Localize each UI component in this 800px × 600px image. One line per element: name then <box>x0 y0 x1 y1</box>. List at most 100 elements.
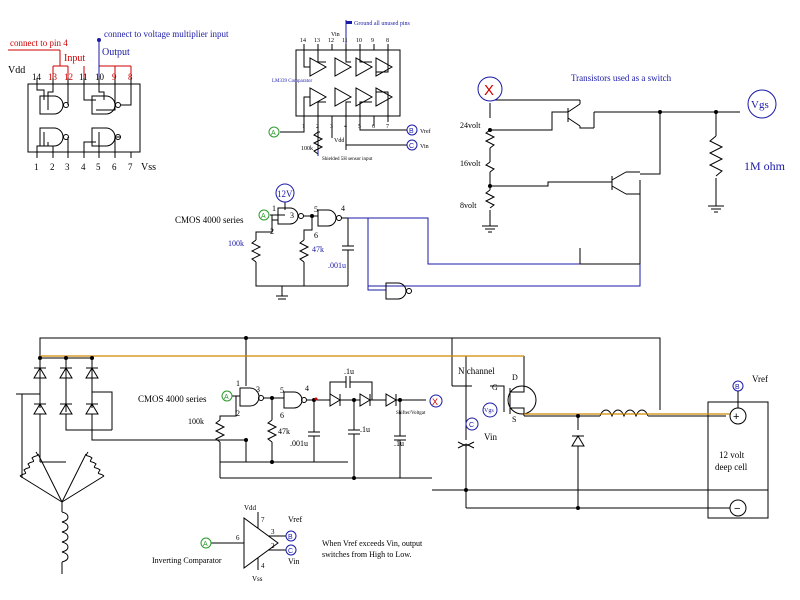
svg-text:7: 7 <box>386 124 389 130</box>
inv-a: A <box>203 541 208 548</box>
main-nchannel: N channel <box>458 366 495 376</box>
osc-top-100k: 100k <box>228 239 244 248</box>
resistor-1m-label: 1M ohm <box>744 159 786 173</box>
osc-top-pin2: 2 <box>270 227 274 236</box>
svg-text:6: 6 <box>372 124 375 130</box>
inv-p7: 7 <box>261 516 265 524</box>
label-24volt: 24volt <box>460 121 481 130</box>
svg-text:14: 14 <box>300 38 306 44</box>
main-47k: 47k <box>278 427 290 436</box>
osc-top-a: A <box>261 213 266 220</box>
comparator-chip-name: LM339 Comparator <box>272 79 312 84</box>
svg-text:5: 5 <box>96 162 101 172</box>
svg-text:13: 13 <box>314 38 320 44</box>
comparator-bottom-pins: 1 2 3 4 5 6 7 <box>302 124 389 130</box>
connect-pin4-label: connect to pin 4 <box>10 38 68 48</box>
svg-text:12: 12 <box>64 72 73 82</box>
svg-text:10: 10 <box>95 72 105 82</box>
output-label: Output <box>102 47 130 58</box>
main-100k: 100k <box>188 417 204 426</box>
vgs-node <box>747 89 777 119</box>
osc-top-pin1: 1 <box>272 204 276 213</box>
main-x: X <box>432 397 438 407</box>
vdd-label: Vdd <box>8 65 25 76</box>
main-multiplier-label: Shifter/Voltgat <box>396 411 426 416</box>
label-16volt: 16volt <box>460 159 481 168</box>
comparator-shield-note: Shielded 5H sensor input <box>322 157 373 162</box>
svg-text:1: 1 <box>302 124 305 130</box>
main-b: B <box>735 384 740 391</box>
oscillator-top <box>250 200 354 300</box>
svg-text:9: 9 <box>112 72 117 82</box>
comparator-node-a: A <box>271 130 276 137</box>
inverting-comparator <box>210 512 286 570</box>
main-pin6: 6 <box>280 411 284 420</box>
comparator-resistor: 100k <box>301 146 313 152</box>
osc-top-cap: .001u <box>328 261 346 270</box>
svg-text:2: 2 <box>50 162 55 172</box>
main-vref: Vref <box>752 374 768 384</box>
comparator-node-b: B <box>409 128 414 135</box>
comparator-top-pins: 14 13 12 11 10 9 8 <box>300 38 389 44</box>
label-8volt: 8volt <box>460 201 477 210</box>
main-c: C <box>469 422 474 429</box>
comparator-node-c: C <box>409 143 414 150</box>
input-label: Input <box>64 53 85 64</box>
comparator-vin: Vin <box>420 144 429 150</box>
comparator-vin-top: Vin <box>331 32 340 38</box>
svg-text:2: 2 <box>316 124 319 130</box>
svg-text:10: 10 <box>356 38 362 44</box>
main-d: D <box>512 373 518 382</box>
ic-4011-bottom-pins: 1 2 3 4 5 6 7 <box>34 162 133 172</box>
battery-label-line1: 12 volt <box>719 450 745 460</box>
comparator-vdd: Vdd <box>334 138 344 144</box>
main-cap1a: .1u <box>344 367 354 376</box>
main-s: S <box>512 415 516 424</box>
ic-4011-top-pins: 14 13 12 11 10 9 8 <box>32 72 133 82</box>
osc-top-pin6: 6 <box>314 231 318 240</box>
svg-text:1: 1 <box>34 162 39 172</box>
vss-label: Vss <box>141 162 156 173</box>
vgs-label: Vgs <box>751 99 769 111</box>
main-cap1c: .1u <box>394 439 404 448</box>
battery-label-line2: deep cell <box>715 462 748 472</box>
inv-vss: Vss <box>252 575 263 583</box>
osc-top-47k: 47k <box>312 245 324 254</box>
svg-text:5: 5 <box>358 124 361 130</box>
ic-4011 <box>27 78 141 158</box>
battery-plus: + <box>733 411 739 423</box>
inv-label: Inverting Comparator <box>152 556 222 565</box>
ic-comparator <box>280 44 408 155</box>
svg-text:11: 11 <box>79 72 88 82</box>
svg-text:12: 12 <box>328 38 334 44</box>
osc-top-series: CMOS 4000 series <box>175 215 244 225</box>
svg-text:8: 8 <box>386 38 389 44</box>
main-circuit <box>16 337 769 574</box>
main-a: A <box>224 394 229 401</box>
main-series: CMOS 4000 series <box>138 394 207 404</box>
inv-note2: switches from High to Low. <box>322 550 411 559</box>
v12-label: 12V <box>277 189 293 199</box>
main-cap1b: .1u <box>360 425 370 434</box>
svg-text:8: 8 <box>128 72 133 82</box>
comparator-vref: Vref <box>420 128 431 135</box>
ground-unused-note: Ground all unused pins <box>354 21 410 27</box>
main-vin: Vin <box>484 432 497 442</box>
inv-p6: 6 <box>236 534 240 542</box>
main-vgs: Vgs <box>484 408 494 414</box>
osc-top-pin5: 5 <box>314 205 318 214</box>
main-pin2: 2 <box>236 409 240 418</box>
inv-vin: Vin <box>288 557 300 566</box>
main-pin5: 5 <box>280 386 284 395</box>
main-pin1: 1 <box>236 379 240 388</box>
inv-p4: 4 <box>261 562 265 570</box>
svg-text:3: 3 <box>330 124 333 130</box>
orange-wires <box>40 355 736 415</box>
switch-x-label: X <box>484 82 494 99</box>
main-g: G <box>492 383 498 392</box>
battery-minus: − <box>734 503 740 515</box>
svg-text:14: 14 <box>32 72 42 82</box>
inv-c: C <box>288 548 293 555</box>
